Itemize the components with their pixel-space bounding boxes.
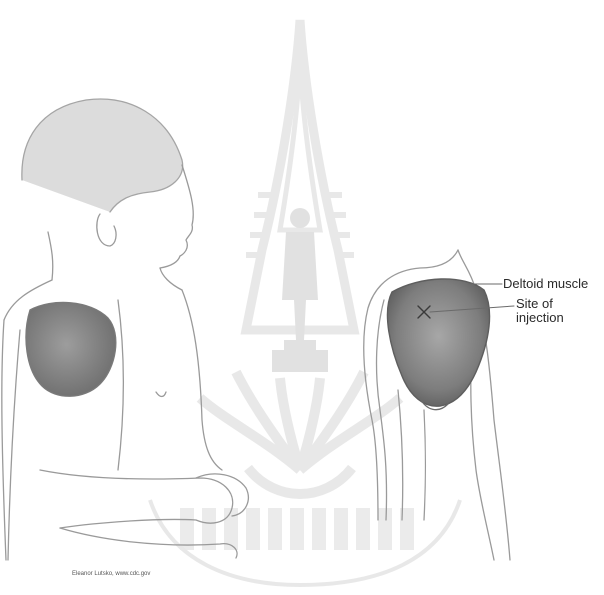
shoulder-inner-line-3 <box>424 410 426 520</box>
deltoid-muscle-shape <box>387 279 489 406</box>
child-figure <box>2 99 248 560</box>
watermark-statue <box>272 208 328 372</box>
site-of-injection-label: Site of injection <box>516 297 596 325</box>
child-neck-back <box>48 232 53 280</box>
shoulder-inner-line-2 <box>398 390 403 520</box>
child-nipple <box>156 392 166 397</box>
deltoid-muscle-label: Deltoid muscle <box>503 277 588 291</box>
child-arm-muscle <box>26 302 116 396</box>
child-back <box>2 320 6 560</box>
child-ear <box>97 214 116 246</box>
illustration-credit: Eleanor Lutsko, www.cdc.gov <box>72 571 150 577</box>
child-arm-inner <box>118 300 123 470</box>
child-chest <box>182 290 222 470</box>
child-arm-front <box>8 330 20 560</box>
child-hair <box>22 99 183 212</box>
child-neck-front <box>160 268 182 290</box>
